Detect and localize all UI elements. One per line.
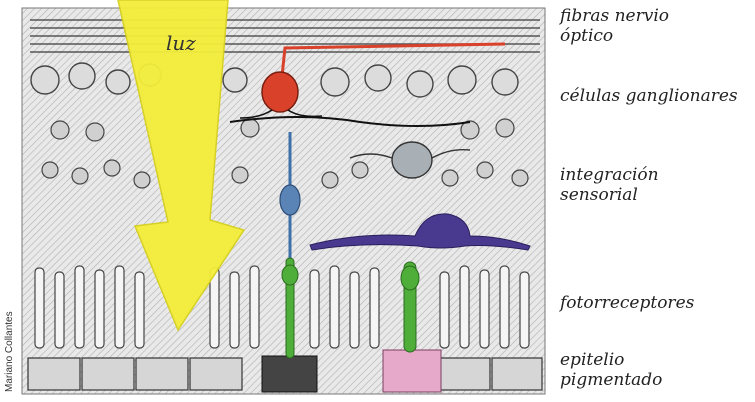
label-ganglion-cells: células ganglionares xyxy=(560,86,738,106)
light-label: luz xyxy=(166,31,196,55)
pigment-cell-highlight xyxy=(383,350,441,392)
ganglion-cell xyxy=(262,72,298,112)
image-credit: Mariano Collantes xyxy=(4,311,15,392)
label-photoreceptors: fotorreceptores xyxy=(560,293,694,313)
label-pigment-epithelium: epitelio pigmentado xyxy=(560,350,662,390)
amacrine-cell xyxy=(392,142,432,178)
label-nerve-fibers: fibras nervio óptico xyxy=(560,6,669,46)
label-sensory-integration: integración sensorial xyxy=(560,165,659,205)
bipolar-cell xyxy=(280,185,300,215)
dark-pigment-cell xyxy=(262,356,317,392)
